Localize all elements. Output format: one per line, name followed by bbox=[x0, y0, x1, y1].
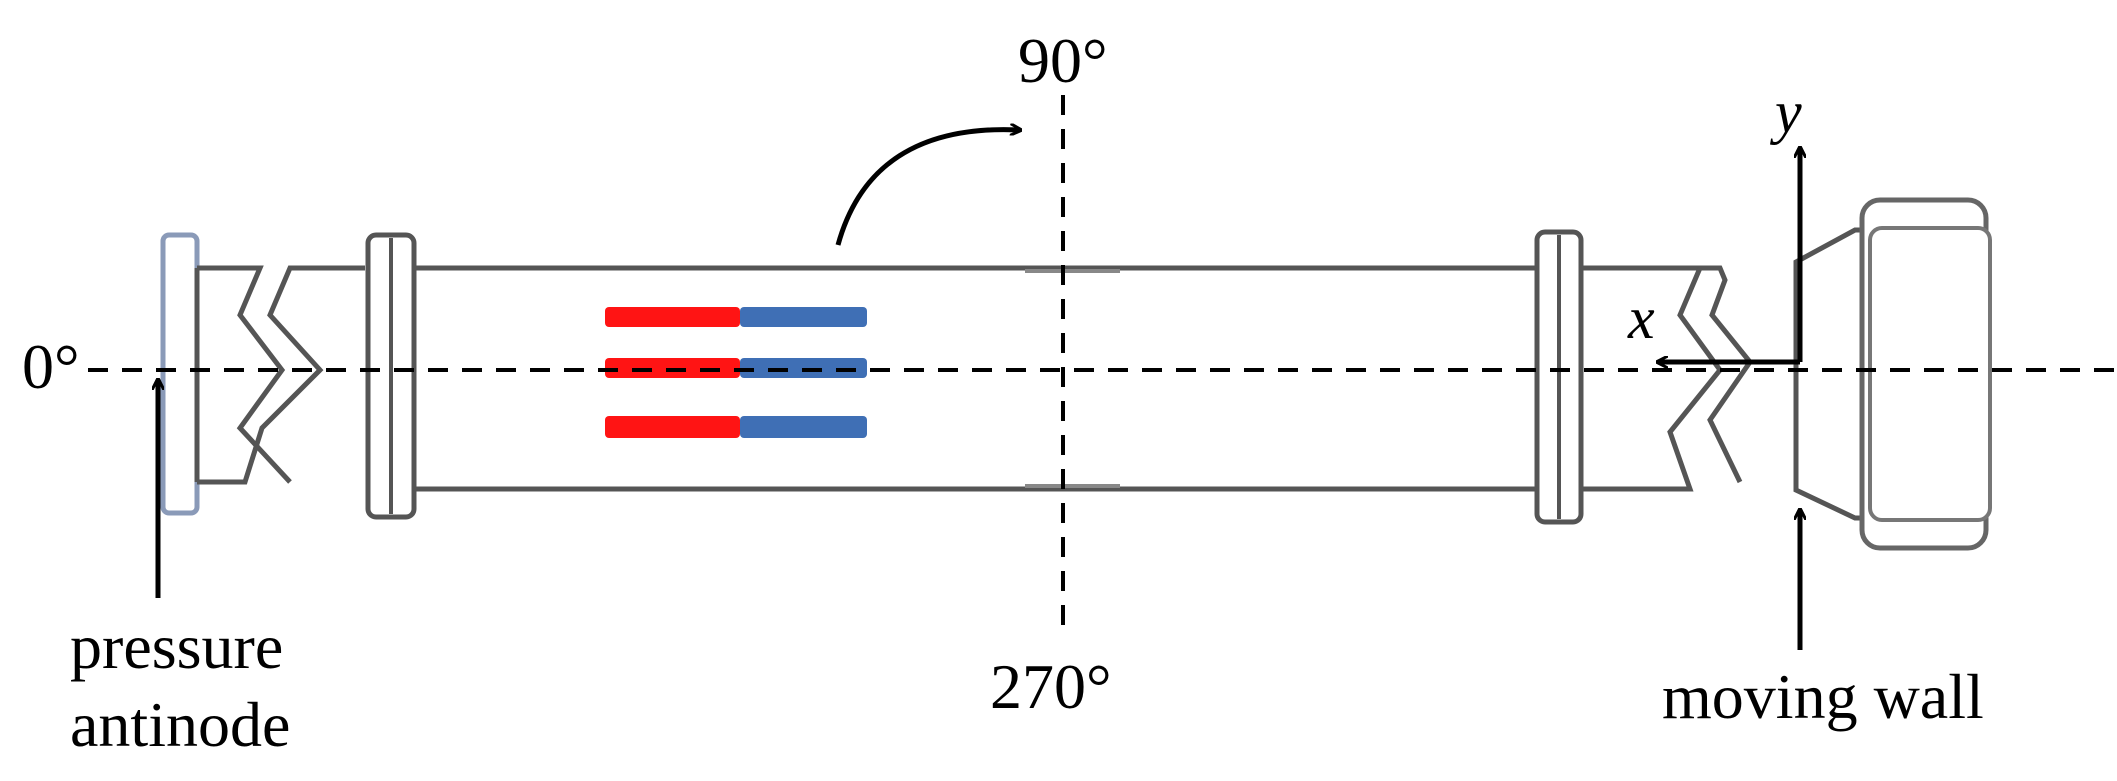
rotation-arrow bbox=[835, 130, 1020, 246]
moving-wall-housing bbox=[1793, 197, 1992, 551]
left-end-plate bbox=[160, 232, 200, 516]
blue-bar-top bbox=[740, 307, 867, 327]
red-bar-bottom bbox=[605, 416, 740, 438]
right-bellows bbox=[1581, 265, 1754, 492]
blue-bar-bottom bbox=[740, 416, 867, 438]
angle-label-0: 0° bbox=[22, 331, 80, 402]
main-tube bbox=[414, 265, 1535, 492]
right-flange bbox=[1534, 229, 1584, 525]
red-bar-top bbox=[605, 307, 740, 327]
axis-label-x: x bbox=[1627, 285, 1655, 351]
axis-label-y: y bbox=[1769, 79, 1802, 145]
left-bellows bbox=[194, 265, 365, 485]
angle-label-90: 90° bbox=[1018, 25, 1108, 96]
left-flange bbox=[365, 232, 417, 520]
pressure-antinode-label-line2: antinode bbox=[70, 689, 290, 760]
moving-wall-label: moving wall bbox=[1662, 661, 1984, 732]
angle-label-270: 270° bbox=[990, 651, 1112, 722]
sample-bars bbox=[605, 307, 867, 438]
pressure-antinode-label-line1: pressure bbox=[70, 611, 283, 682]
